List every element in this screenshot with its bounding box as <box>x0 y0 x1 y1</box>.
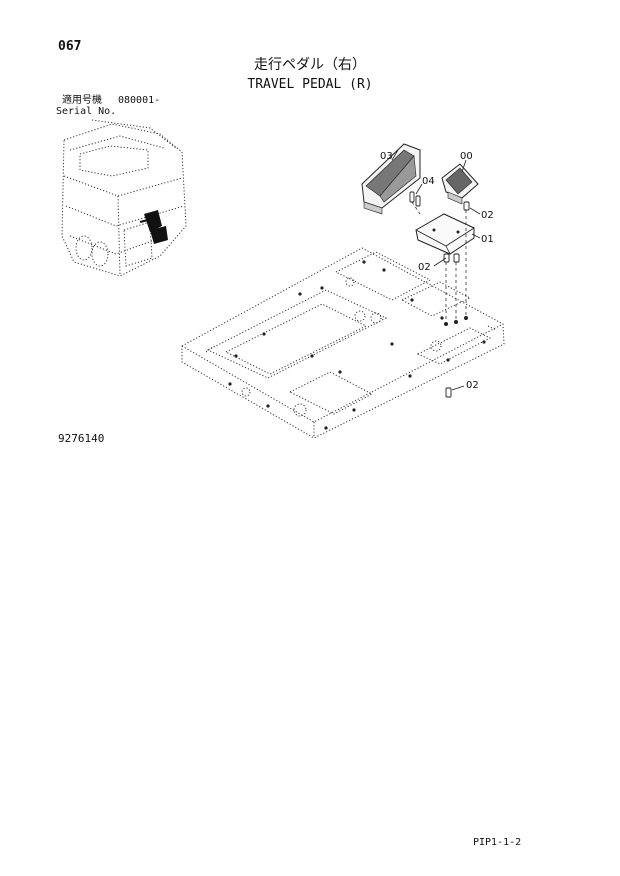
title-english: TRAVEL PEDAL (R) <box>247 77 373 92</box>
leader-lines <box>391 149 481 391</box>
pedal-03 <box>361 143 421 215</box>
floor-plate-holes <box>228 260 486 430</box>
title-japanese: 走行ペダル（右） <box>254 57 366 73</box>
sheet-id: PIP1-1-2 <box>473 837 522 848</box>
bolts <box>409 191 470 398</box>
callout-02-bottom: 02 <box>466 380 479 391</box>
highlighted-pedal-in-thumbnail <box>139 210 168 244</box>
pedal-00 <box>441 163 479 205</box>
callout-04: 04 <box>422 176 435 187</box>
callout-03: 03 <box>380 151 393 162</box>
callout-02-top: 02 <box>481 210 494 221</box>
assembly-guide-lines <box>411 201 467 322</box>
serial-label-japanese: 適用号機 <box>62 95 102 106</box>
bracket-plate-01 <box>415 213 475 255</box>
floor-plate <box>181 247 505 439</box>
serial-number: 080001- <box>118 95 161 106</box>
machine-overview-thumbnail <box>61 119 187 277</box>
callout-02-mid: 02 <box>418 262 431 273</box>
drawing-number: 9276140 <box>58 432 105 445</box>
page-number: 067 <box>58 39 82 54</box>
serial-label-english: Serial No. <box>56 106 117 117</box>
mounting-holes <box>444 316 468 326</box>
callout-01: 01 <box>481 234 494 245</box>
callout-00: 00 <box>460 151 473 162</box>
